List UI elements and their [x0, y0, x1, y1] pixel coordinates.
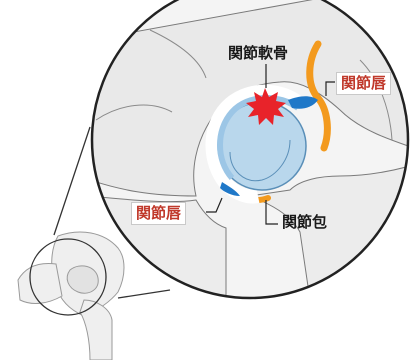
label-labrum-upper: 関節唇 — [336, 72, 391, 95]
skeleton-thumbnail — [18, 232, 124, 360]
zoom-line-upper — [54, 127, 90, 235]
label-articular-cartilage: 関節軟骨 — [228, 46, 288, 61]
label-joint-capsule: 関節包 — [282, 215, 327, 230]
label-labrum-lower: 関節唇 — [131, 202, 186, 225]
zoom-line-lower — [118, 290, 170, 298]
